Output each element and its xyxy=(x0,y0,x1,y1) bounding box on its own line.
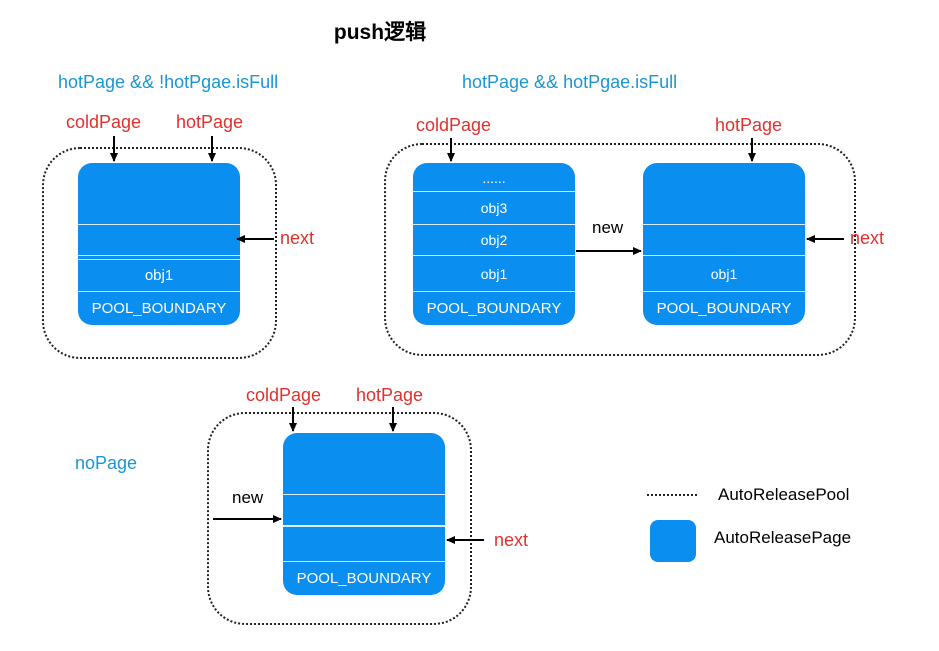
coldpage-label-not-full: coldPage xyxy=(66,112,142,132)
autorelease-pool-not-full xyxy=(42,147,277,359)
page-row xyxy=(643,224,805,255)
coldpage-label-full: coldPage xyxy=(416,115,492,135)
page-row-obj2: obj2 xyxy=(413,224,575,255)
autorelease-pool-full xyxy=(384,143,856,356)
page-row xyxy=(78,224,240,255)
page-row-obj1: obj1 xyxy=(78,259,240,291)
page-row-obj1: obj1 xyxy=(413,255,575,291)
legend-pool-label: AutoReleasePool xyxy=(718,485,850,504)
page-row-ellipsis: ...... xyxy=(482,170,506,186)
hotpage-label-full: hotPage xyxy=(715,115,783,135)
autorelease-page-old: ...... obj3 obj2 obj1 POOL_BOUNDARY xyxy=(413,163,575,325)
next-label-not-full: next xyxy=(280,228,315,248)
pool-boundary: POOL_BOUNDARY xyxy=(283,561,445,595)
page-row-obj1: obj1 xyxy=(643,255,805,291)
autorelease-page-not-full: obj1 POOL_BOUNDARY xyxy=(78,163,240,325)
page-row xyxy=(78,255,240,286)
pool-boundary: POOL_BOUNDARY xyxy=(643,291,805,325)
pool-boundary: POOL_BOUNDARY xyxy=(413,291,575,325)
caption-not-full: hotPage && !hotPgae.isFull xyxy=(58,72,279,92)
coldpage-label-no-page: coldPage xyxy=(246,385,322,405)
caption-full: hotPage && hotPgae.isFull xyxy=(462,72,678,92)
next-label-no-page: next xyxy=(494,530,529,550)
page-row xyxy=(283,525,445,556)
page-row-obj3: obj3 xyxy=(413,191,575,224)
hotpage-label-no-page: hotPage xyxy=(356,385,424,405)
page-row xyxy=(283,494,445,525)
autorelease-page-new: obj1 POOL_BOUNDARY xyxy=(643,163,805,325)
autorelease-pool-no-page xyxy=(207,412,472,625)
legend-page-label: AutoReleasePage xyxy=(714,528,852,547)
new-label-no-page: new xyxy=(232,488,264,507)
caption-no-page: noPage xyxy=(75,453,138,473)
hotpage-label-not-full: hotPage xyxy=(176,112,244,132)
diagram-title: push逻辑 xyxy=(333,21,427,44)
pool-boundary: POOL_BOUNDARY xyxy=(78,291,240,325)
page-row xyxy=(283,526,445,561)
legend-page-swatch xyxy=(650,520,696,562)
legend-pool-swatch xyxy=(647,494,697,496)
autorelease-page-no-page: POOL_BOUNDARY xyxy=(283,433,445,595)
new-label-full: new xyxy=(592,218,624,237)
next-label-full: next xyxy=(850,228,885,248)
